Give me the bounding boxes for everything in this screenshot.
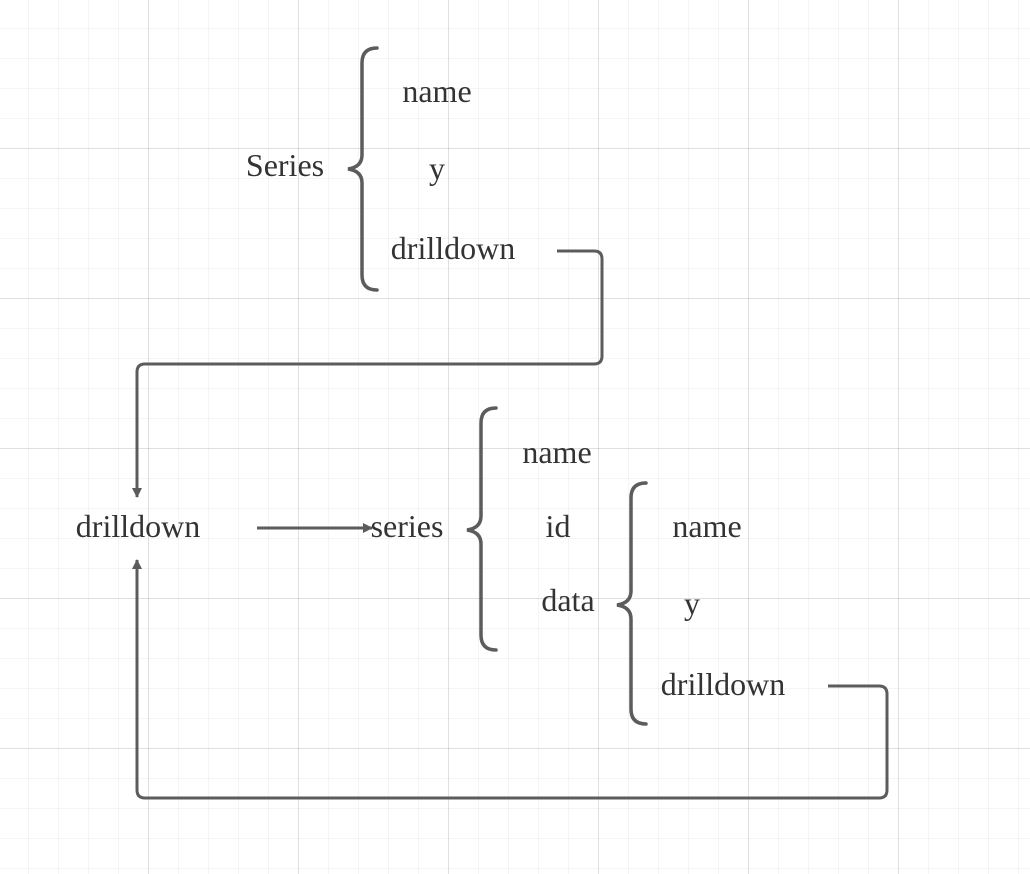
node-inner-series-label: series — [370, 508, 444, 544]
inner-field-name-label: name — [522, 434, 592, 470]
brace-data-fields — [616, 481, 648, 726]
brace-series-fields — [347, 46, 379, 292]
field-drilldown-label: drilldown — [390, 230, 516, 266]
node-drilldown-label: drilldown — [75, 508, 201, 544]
field-y-label: y — [429, 150, 445, 186]
brace-inner-series-fields — [466, 406, 498, 652]
data-field-drilldown-label: drilldown — [660, 666, 786, 702]
inner-field-data-label: data — [541, 582, 595, 618]
data-field-y-label: y — [684, 585, 700, 621]
inner-field-id-label: id — [545, 508, 571, 544]
connector-series-drilldown-to-drilldown — [132, 249, 604, 498]
data-field-name-label: name — [672, 508, 742, 544]
field-name-label: name — [402, 73, 472, 109]
connector-data-drilldown-to-drilldown — [132, 559, 889, 800]
node-series-label: Series — [245, 147, 325, 183]
